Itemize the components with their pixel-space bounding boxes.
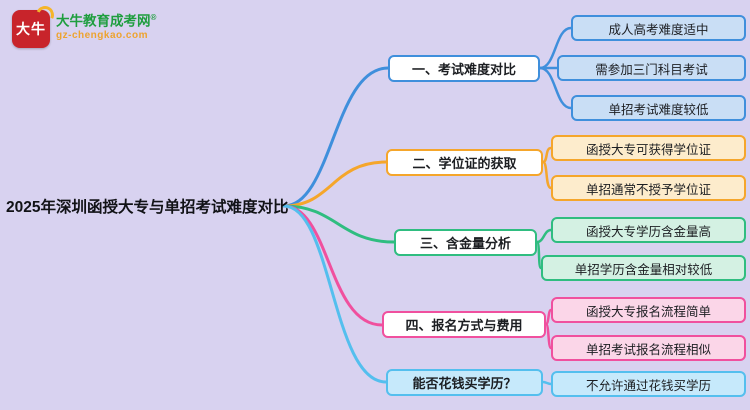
site-url: gz-chengkao.com	[56, 30, 148, 42]
branch-node-2: 二、学位证的获取	[386, 149, 543, 176]
leaf-node-1-3: 单招考试难度较低	[571, 95, 746, 121]
trademark-symbol: ®	[150, 13, 157, 22]
wire-topic-to-branch-1	[282, 66, 390, 208]
leaf-node-2-2: 单招通常不授予学位证	[551, 175, 746, 201]
wire-branch-3-leaf-1	[535, 228, 553, 244]
wire-branch-1-leaf-3	[538, 66, 573, 110]
leaf-node-3-2: 单招学历含金量相对较低	[541, 255, 746, 281]
logo-text: 大牛教育成考网® gz-chengkao.com	[56, 10, 156, 43]
wire-topic-to-branch-5	[282, 204, 388, 384]
leaf-node-1-2: 需参加三门科目考试	[557, 55, 746, 81]
wire-topic-to-branch-4	[282, 204, 384, 327]
leaf-node-1-1: 成人高考难度适中	[571, 15, 746, 41]
leaf-node-5-1: 不允许通过花钱买学历	[551, 371, 746, 397]
branch-node-5: 能否花钱买学历？	[386, 369, 543, 396]
logo-badge-text: 大牛	[16, 21, 46, 37]
leaf-node-3-1: 函授大专学历含金量高	[551, 217, 746, 243]
branch-node-1: 一、考试难度对比	[388, 55, 540, 82]
wire-branch-4-leaf-2	[544, 322, 553, 350]
leaf-node-4-2: 单招考试报名流程相似	[551, 335, 746, 361]
site-logo[interactable]: 大牛 大牛教育成考网® gz-chengkao.com	[12, 3, 156, 48]
wire-branch-2-leaf-1	[541, 146, 553, 164]
wire-branch-5-leaf-1	[541, 380, 553, 386]
wire-topic-to-branch-2	[282, 160, 388, 208]
leaf-node-4-1: 函授大专报名流程简单	[551, 297, 746, 323]
wire-branch-2-leaf-2	[541, 160, 553, 190]
branch-node-3: 三、含金量分析	[394, 229, 537, 256]
logo-badge: 大牛	[12, 3, 57, 48]
branch-node-4: 四、报名方式与费用	[382, 311, 546, 338]
wire-branch-3-leaf-2	[535, 240, 543, 270]
wire-topic-to-branch-3	[282, 204, 396, 244]
main-topic: 2025年深圳函授大专与单招考试难度对比	[6, 199, 289, 216]
leaf-node-2-1: 函授大专可获得学位证	[551, 135, 746, 161]
site-name: 大牛教育成考网®	[56, 13, 157, 29]
